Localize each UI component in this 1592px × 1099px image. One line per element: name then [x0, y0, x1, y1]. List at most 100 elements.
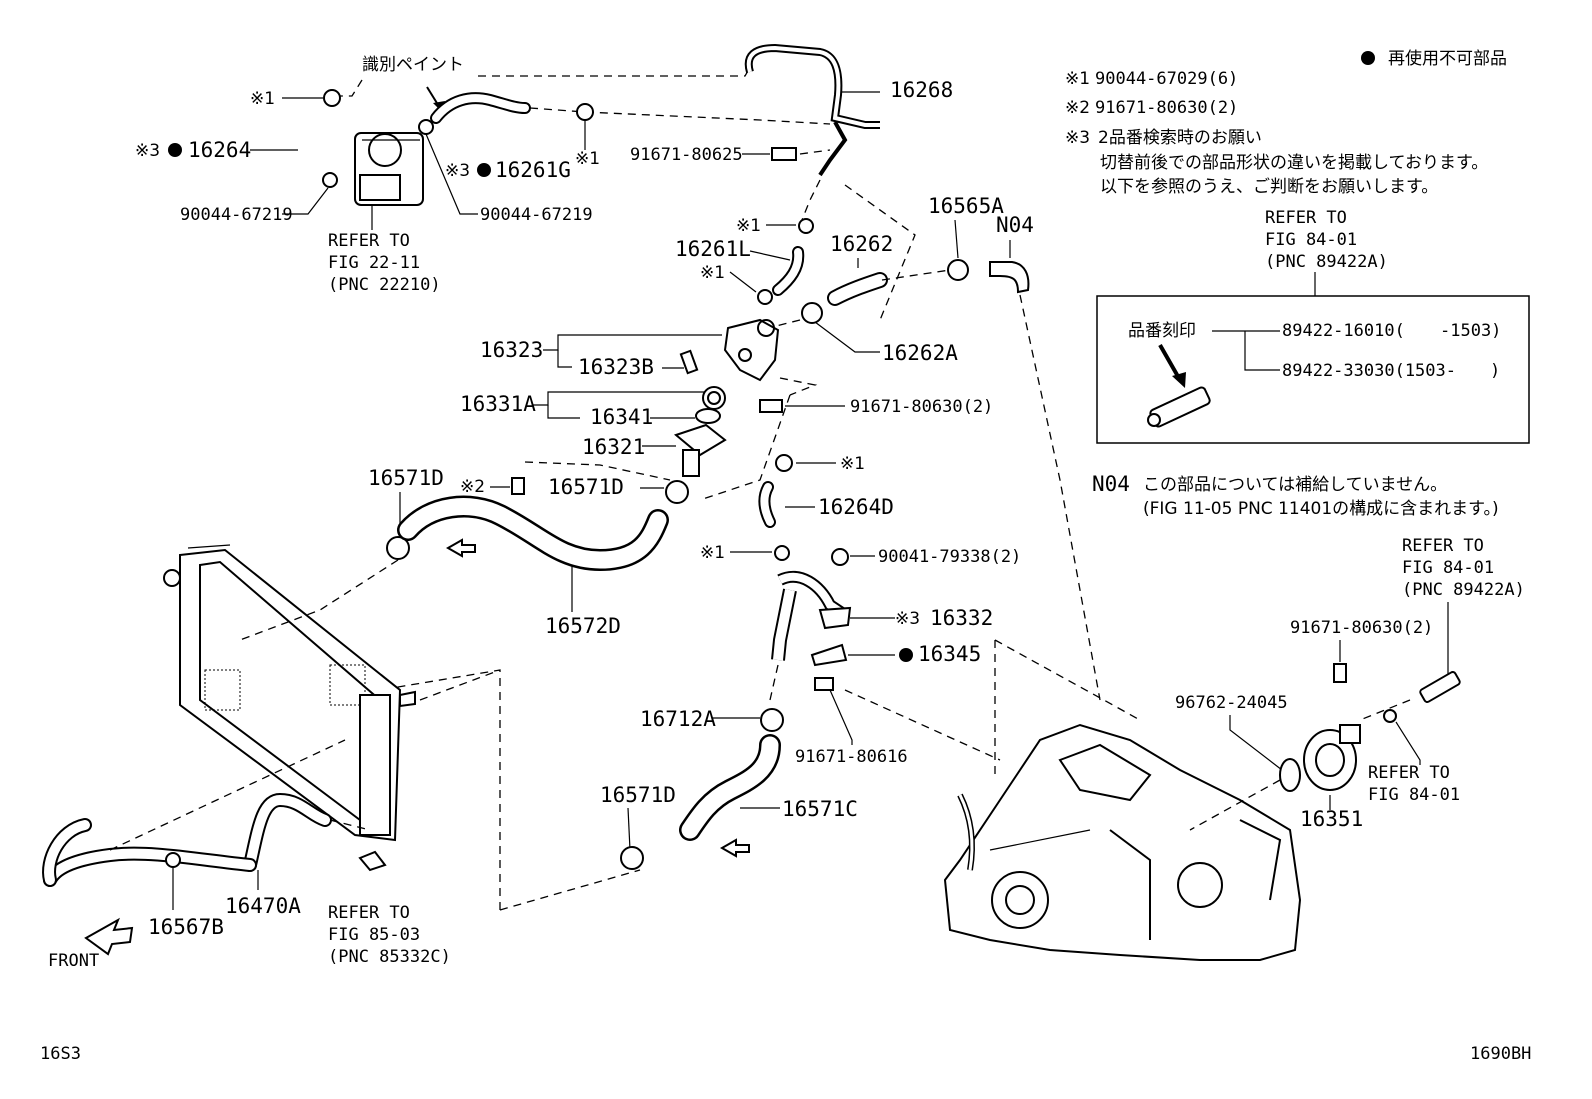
- n04-note: N04 この部品については補給していません。 (FIG 11-05 PNC 11…: [1092, 472, 1499, 519]
- label-16572D: 16572D: [545, 614, 621, 638]
- bracket-icon: [358, 850, 387, 872]
- temperature-sensor-icon: [1419, 671, 1461, 703]
- label-16341: 16341: [590, 405, 653, 429]
- gasket-icon: [1383, 709, 1397, 723]
- clip-icon: [165, 852, 181, 868]
- label-16712A: 16712A: [640, 707, 716, 731]
- label-16268: 16268: [890, 78, 953, 102]
- flow-arrow-icon: [719, 838, 750, 858]
- bypass-fitting-group: 16565A N04: [928, 194, 1101, 701]
- x3-label-b: ※3: [445, 161, 470, 181]
- hose-clamp-icon: [801, 302, 823, 324]
- label-16321: 16321: [582, 435, 645, 459]
- throttle-body-group: 識別ペイント ※1 ※3 16264 90044-67219 REFER TO …: [135, 55, 831, 295]
- non-reusable-dot-icon: [1361, 51, 1375, 65]
- pnc-85332C: (PNC 85332C): [328, 947, 451, 967]
- radiator-icon: [163, 544, 501, 842]
- n04-code: N04: [1092, 472, 1130, 496]
- bolt-icon: [814, 677, 834, 691]
- non-reusable-dot-icon: [899, 648, 913, 662]
- pnc-89422A: (PNC 89422A): [1402, 580, 1525, 600]
- hose-clamp-icon: [620, 846, 644, 870]
- label-90044-67219-right: 90044-67219: [480, 205, 593, 225]
- note2-text: 91671-80630(2): [1095, 98, 1238, 118]
- paint-label: 識別ペイント: [362, 55, 464, 75]
- label-16565A: 16565A: [928, 194, 1004, 218]
- label-16351: 16351: [1300, 807, 1363, 831]
- note3-line3: 以下を参照のうえ、ご判断をお願いします。: [1100, 177, 1438, 197]
- fig-22-11: FIG 22-11: [328, 253, 420, 273]
- gasket-icon: [695, 408, 721, 424]
- label-90044-67219-left: 90044-67219: [180, 205, 293, 225]
- label-16264: 16264: [188, 138, 251, 162]
- hose-clamp-icon: [386, 536, 410, 560]
- x3-label-a: ※3: [135, 141, 160, 161]
- x1-label-d: ※1: [700, 263, 725, 283]
- legend-text: 再使用不可部品: [1388, 48, 1507, 69]
- label-16470A: 16470A: [225, 894, 301, 918]
- variant-box-frame: [1096, 295, 1530, 444]
- hose-clamp-icon: [665, 480, 689, 504]
- variant-b-part: 89422-33030(1503-: [1282, 361, 1456, 381]
- thermostat-group: ※1 16261L ※1 16262 16262A 16323 16323B: [460, 216, 993, 504]
- note3-mark: ※3: [1065, 128, 1090, 148]
- hose-clip-icon: [757, 289, 773, 305]
- variant-b-range: ): [1490, 361, 1500, 381]
- label-16571D-a: 16571D: [548, 475, 624, 499]
- label-16262: 16262: [830, 232, 893, 256]
- fig-84-01-a: FIG 84-01: [1402, 558, 1494, 578]
- refer-84-01-b: REFER TO: [1368, 763, 1450, 783]
- x2-label: ※2: [460, 477, 485, 497]
- water-outlet-icon: [723, 318, 780, 382]
- stamp-arrow-icon: [1158, 344, 1182, 381]
- label-91671-80630-b: 91671-80630(2): [1290, 618, 1433, 638]
- radiator-hoses-group: 16571D 16572D ※1 16264D ※1 90041-79338(2…: [368, 454, 1021, 911]
- pnc-22210: (PNC 22210): [328, 275, 441, 295]
- refer-84-01-a: REFER TO: [1402, 536, 1484, 556]
- hose-clamp-icon: [760, 708, 784, 732]
- label-90041-79338: 90041-79338(2): [878, 547, 1021, 567]
- water-pump-group: REFER TO FIG 84-01 (PNC 89422A) 91671-80…: [1175, 536, 1525, 831]
- gasket-icon: [1279, 758, 1301, 792]
- front-arrow-icon: [84, 917, 134, 956]
- label-16331A: 16331A: [460, 392, 536, 416]
- x1-label-e: ※1: [840, 454, 865, 474]
- hose-clip-icon: [323, 89, 341, 107]
- note3-text: 2品番検索時のお願い: [1098, 128, 1262, 148]
- water-inlet-icon: [673, 423, 727, 477]
- label-16332: 16332: [930, 606, 993, 630]
- label-16571D-b: 16571D: [368, 466, 444, 490]
- note3-line2: 切替前後での部品形状の違いを掲載しております。: [1100, 153, 1488, 173]
- pipe-flange-icon: [818, 606, 852, 630]
- x1-label-f: ※1: [700, 543, 725, 563]
- label-16345: 16345: [918, 642, 981, 666]
- x1-label-c: ※1: [736, 216, 761, 236]
- label-16571C: 16571C: [782, 797, 858, 821]
- footer-left: 16S3: [40, 1044, 81, 1064]
- hose-clip-icon: [774, 545, 790, 561]
- stamp-label: 品番刻印: [1128, 321, 1196, 341]
- hose-clip-icon: [322, 172, 338, 188]
- label-91671-80630-a: 91671-80630(2): [850, 397, 993, 417]
- temperature-sensor-icon: [1147, 386, 1211, 428]
- label-91671-80616: 91671-80616: [795, 747, 908, 767]
- n04-line1: この部品については補給していません。: [1143, 475, 1447, 495]
- non-reusable-dot-icon: [168, 143, 182, 157]
- refer-box-refer: REFER TO: [1265, 208, 1347, 228]
- hose-clip-icon: [798, 218, 814, 234]
- flow-arrow-icon: [445, 538, 476, 558]
- refer-box-fig: FIG 84-01: [1265, 230, 1357, 250]
- note2-mark: ※2: [1065, 98, 1090, 118]
- label-16262A: 16262A: [882, 341, 958, 365]
- label-96762-24045: 96762-24045: [1175, 693, 1288, 713]
- non-reusable-dot-icon: [477, 163, 491, 177]
- hose-clip-icon: [418, 119, 434, 135]
- engine-icon: [943, 639, 1302, 961]
- front-label: FRONT: [48, 951, 99, 971]
- reservoir-hose-group: 16470A 16567B REFER TO FIG 85-03 (PNC 85…: [42, 739, 451, 971]
- variant-a-range: -1503): [1440, 321, 1501, 341]
- note1-mark: ※1: [1065, 69, 1090, 89]
- water-inlet-housing-icon: [1303, 724, 1361, 791]
- hose-clip-icon: [775, 454, 793, 472]
